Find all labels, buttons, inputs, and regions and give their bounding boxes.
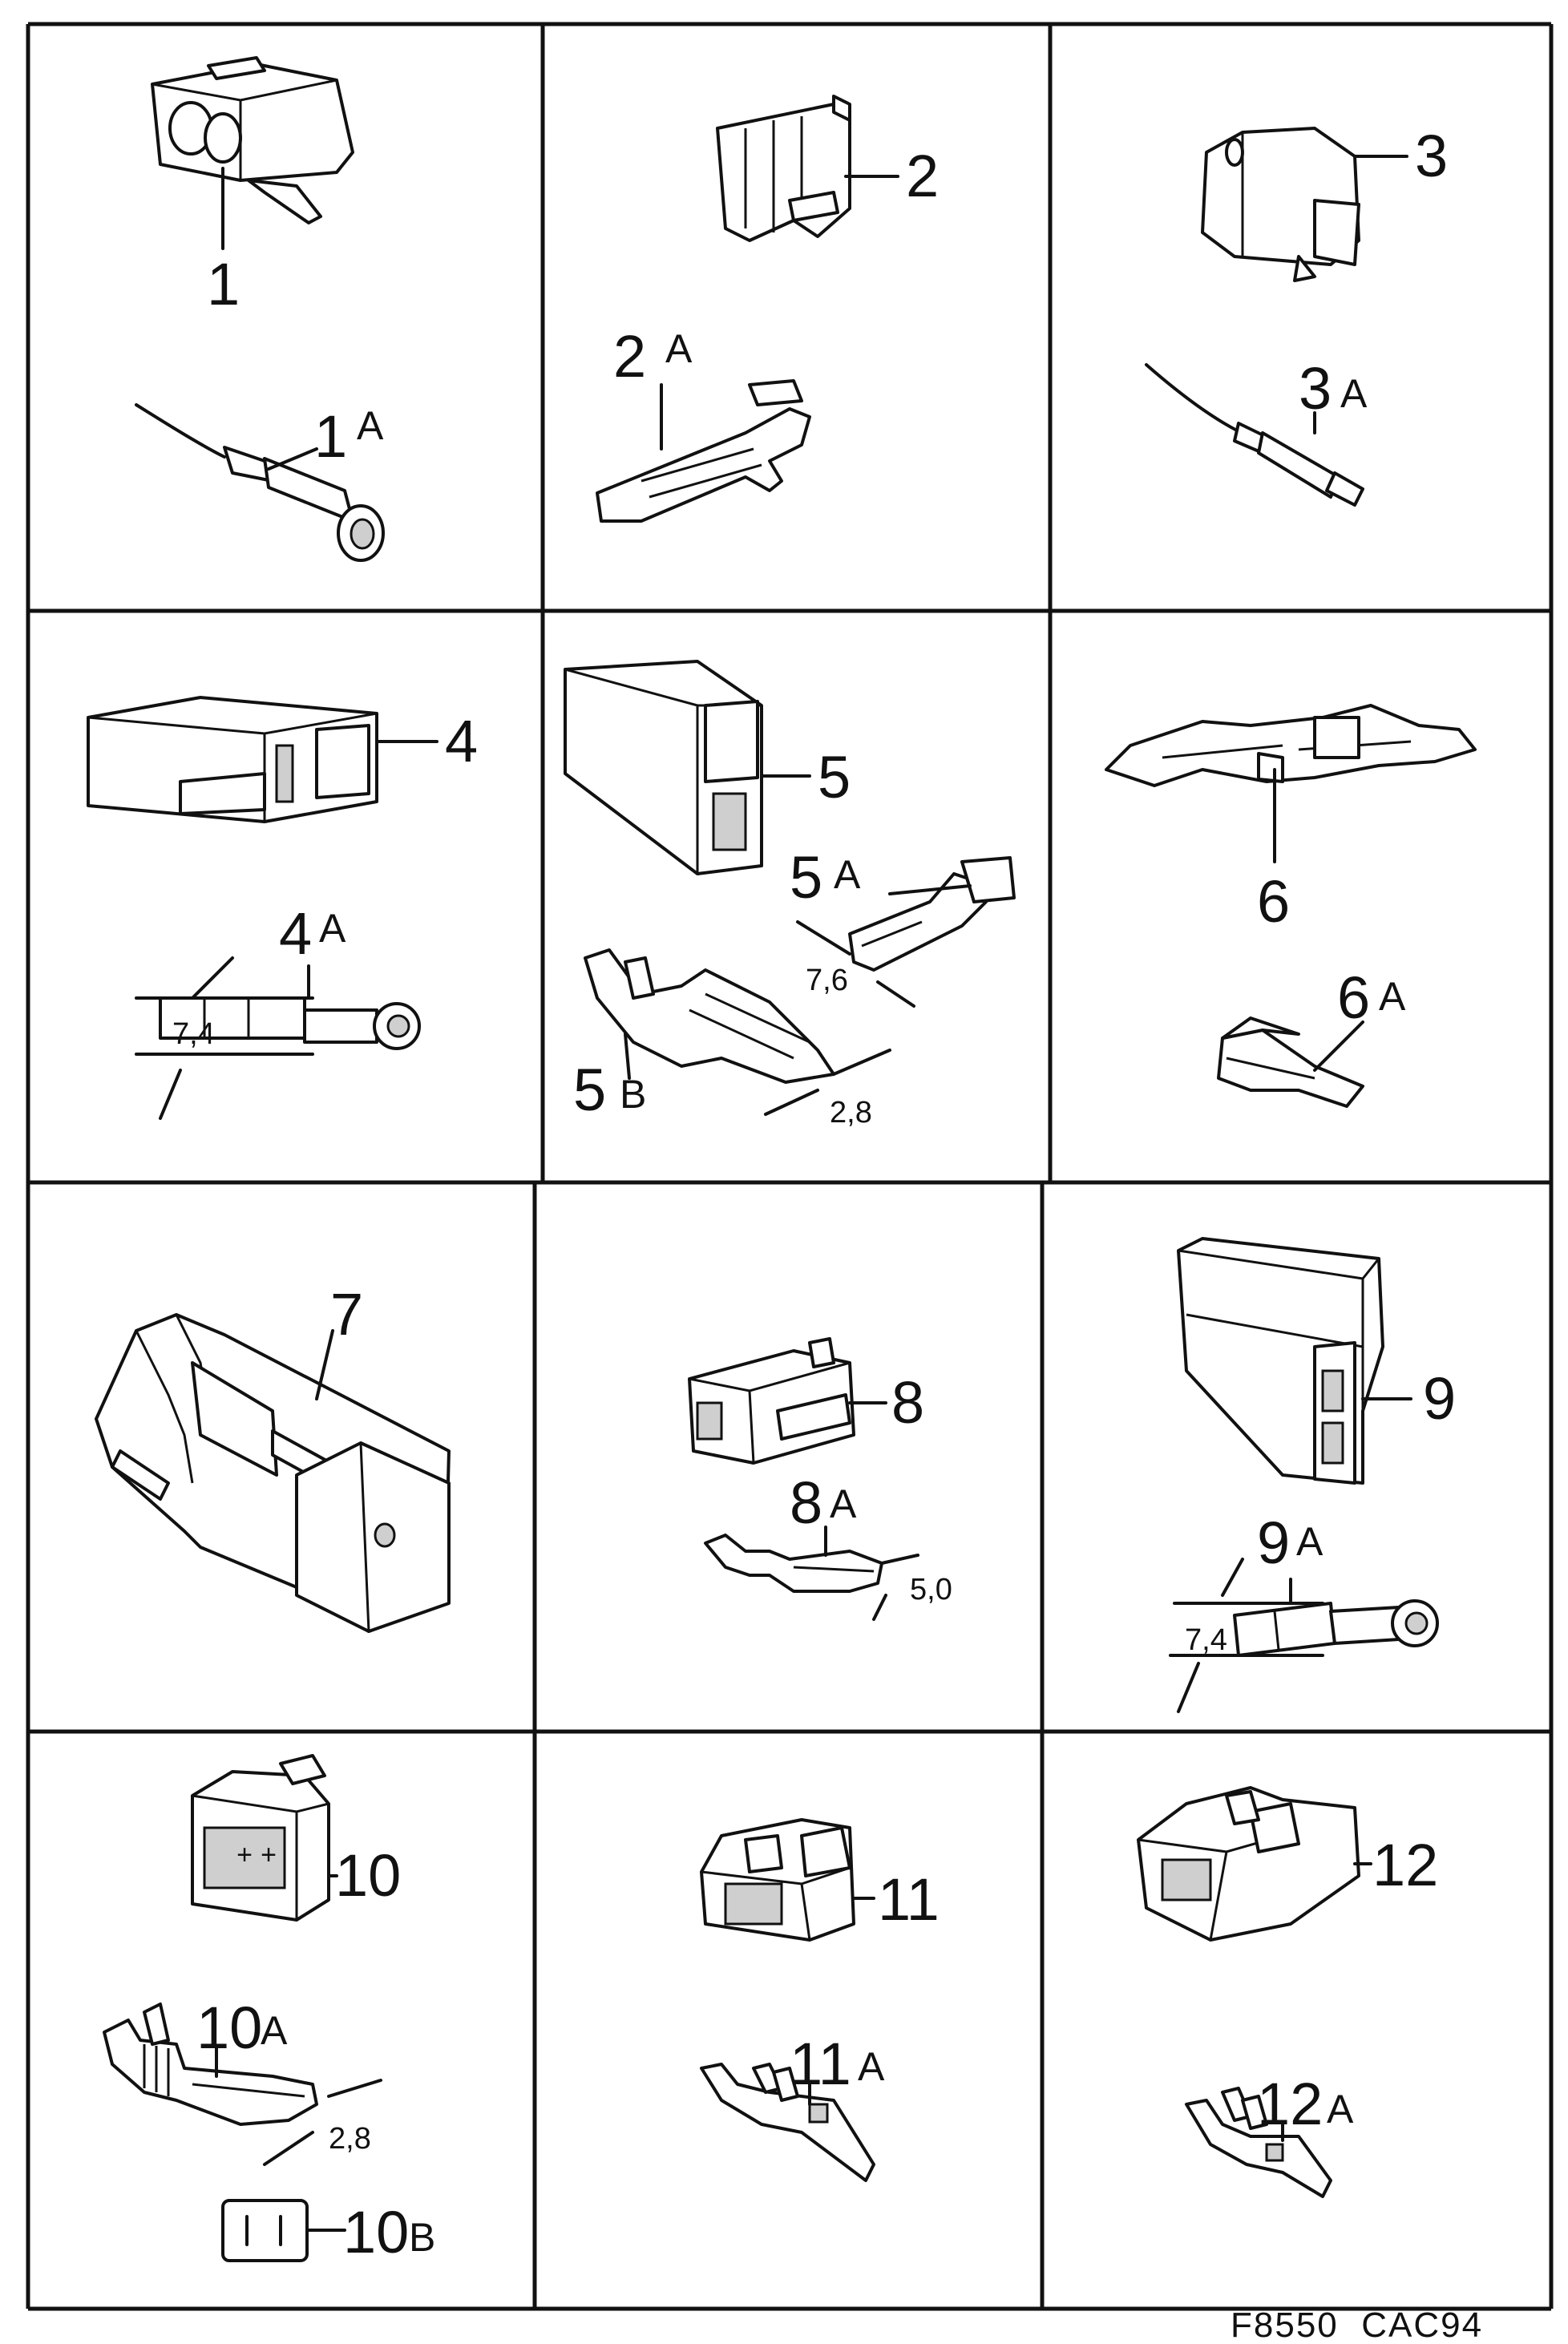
panel-grid bbox=[26, 22, 1554, 2311]
blade-terminal-icon bbox=[704, 1534, 883, 1593]
part-number-5: 5 bbox=[818, 744, 851, 810]
connector-housing-icon bbox=[716, 95, 851, 242]
part-number-5a: 5 bbox=[790, 844, 822, 911]
connector-housing-icon bbox=[151, 56, 354, 224]
terminal-pin-icon bbox=[135, 403, 385, 562]
part-number-10a: 10 bbox=[196, 1994, 262, 2061]
part-number-8: 8 bbox=[891, 1369, 924, 1436]
terminal-pin-icon bbox=[1217, 1016, 1364, 1108]
blade-terminal-icon bbox=[1185, 2087, 1332, 2198]
part-suffix-12a: A bbox=[1327, 2087, 1354, 2132]
cell-6: 6 6 A bbox=[1105, 704, 1477, 1108]
part-number-6: 6 bbox=[1257, 868, 1290, 935]
terminal-pin-icon bbox=[1233, 1599, 1439, 1657]
dimension-4a: 7,4 bbox=[172, 1017, 215, 1051]
blade-terminal-icon bbox=[700, 2063, 875, 2182]
cell-3: 3 3 A bbox=[1145, 123, 1448, 507]
part-number-11a: 11 bbox=[790, 2031, 851, 2097]
connector-housing-icon bbox=[564, 660, 763, 875]
dimension-8a: 5,0 bbox=[910, 1573, 952, 1606]
part-number-8a: 8 bbox=[790, 1469, 822, 1536]
connector-housing-icon bbox=[700, 1818, 855, 1942]
terminal-pin-icon bbox=[159, 996, 421, 1050]
part-number-12a: 12 bbox=[1257, 2071, 1323, 2137]
cell-11: 11 11 A bbox=[700, 1818, 940, 2182]
part-number-10b: 10 bbox=[343, 2199, 409, 2265]
part-suffix-5a: A bbox=[834, 852, 861, 897]
connector-housing-icon bbox=[1201, 127, 1360, 282]
connector-housing-icon bbox=[95, 1313, 451, 1633]
part-number-11: 11 bbox=[878, 1866, 940, 1933]
cell-8: 8 8 A 5,0 bbox=[688, 1337, 952, 1621]
part-number-3: 3 bbox=[1415, 123, 1448, 189]
dimension-5b: 2,8 bbox=[830, 1096, 872, 1130]
part-number-2a: 2 bbox=[613, 323, 646, 390]
part-suffix-5b: B bbox=[620, 1072, 646, 1117]
blade-terminal-icon bbox=[584, 948, 835, 1084]
part-suffix-2a: A bbox=[665, 326, 693, 371]
part-number-3a: 3 bbox=[1299, 355, 1332, 422]
cell-7: 7 bbox=[95, 1281, 451, 1633]
blade-terminal-icon bbox=[848, 856, 1016, 972]
part-suffix-11a: A bbox=[858, 2044, 885, 2089]
svg-text:+: + bbox=[261, 1840, 277, 1870]
dimension-10a: 2,8 bbox=[329, 2122, 371, 2156]
connector-housing-icon bbox=[87, 696, 378, 823]
part-number-9: 9 bbox=[1423, 1365, 1456, 1432]
cell-1: 1 1 A bbox=[135, 56, 385, 562]
terminal-pin-icon bbox=[221, 2199, 309, 2262]
cell-4: 4 4 A 7,4 bbox=[87, 696, 478, 1120]
blade-terminal-icon bbox=[1105, 704, 1477, 787]
part-suffix-1a: A bbox=[357, 403, 384, 448]
svg-text:+: + bbox=[236, 1840, 253, 1870]
part-number-10: 10 bbox=[335, 1842, 401, 1909]
blade-terminal-icon bbox=[596, 379, 811, 523]
terminal-pin-icon bbox=[1145, 363, 1364, 507]
part-number-4: 4 bbox=[445, 708, 478, 774]
cell-2: 2 2 A bbox=[596, 95, 939, 523]
part-number-5b: 5 bbox=[573, 1057, 606, 1123]
connector-housing-icon bbox=[1137, 1786, 1360, 1942]
part-suffix-8a: A bbox=[830, 1481, 857, 1526]
part-number-6a: 6 bbox=[1337, 964, 1370, 1031]
cell-5: 5 5 A 7,6 5 B 2,8 bbox=[564, 660, 1016, 1130]
part-number-7: 7 bbox=[330, 1281, 363, 1348]
connector-housing-icon bbox=[1177, 1237, 1384, 1485]
part-number-12: 12 bbox=[1372, 1832, 1438, 1898]
part-number-2: 2 bbox=[906, 143, 939, 209]
cell-12: 12 12 A bbox=[1137, 1786, 1438, 2198]
figure-code: F8550 CAC94 bbox=[1231, 2306, 1483, 2344]
part-number-1: 1 bbox=[207, 251, 240, 317]
blade-terminal-icon bbox=[103, 2003, 318, 2126]
cell-9: 9 9 A 7,4 bbox=[1169, 1237, 1456, 1713]
part-suffix-10a: A bbox=[261, 2008, 288, 2053]
dimension-9a: 7,4 bbox=[1185, 1623, 1227, 1657]
connector-housing-icon: + + bbox=[191, 1754, 330, 1922]
part-number-9a: 9 bbox=[1257, 1509, 1290, 1576]
part-suffix-3a: A bbox=[1340, 371, 1368, 416]
cell-10: + + 10 10 A 2,8 10 B bbox=[103, 1754, 435, 2265]
dimension-5a: 7,6 bbox=[806, 964, 848, 997]
connector-housing-icon bbox=[688, 1337, 855, 1465]
part-suffix-9a: A bbox=[1296, 1519, 1324, 1564]
part-suffix-6a: A bbox=[1379, 974, 1406, 1019]
part-suffix-4a: A bbox=[319, 906, 346, 951]
part-number-1a: 1 bbox=[314, 403, 347, 470]
part-number-4a: 4 bbox=[279, 900, 312, 967]
part-suffix-10b: B bbox=[409, 2215, 435, 2260]
